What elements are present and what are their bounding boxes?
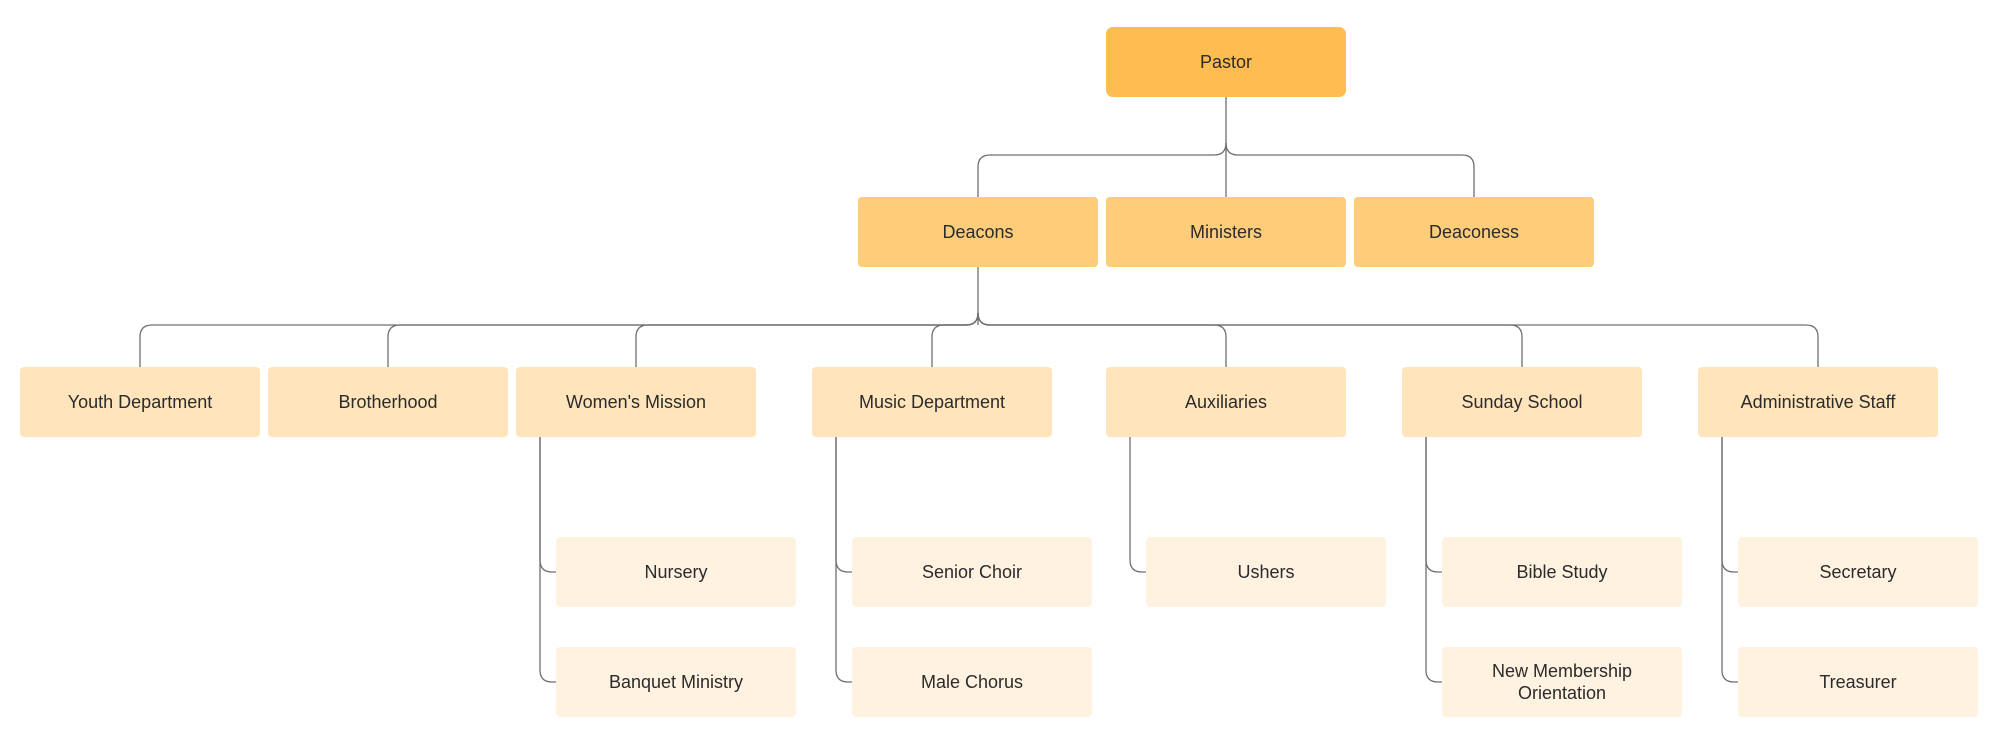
node-label: Treasurer	[1819, 672, 1897, 692]
connector-branch	[387, 312, 979, 367]
node-male-chorus: Male Chorus	[852, 647, 1092, 717]
node-label: Youth Department	[67, 392, 213, 412]
node-label: Secretary	[1819, 562, 1897, 582]
node-label: Sunday School	[1461, 392, 1583, 412]
node-treasurer: Treasurer	[1738, 647, 1978, 717]
node-label: Administrative Staff	[1740, 392, 1896, 412]
connector-rail	[1129, 437, 1146, 573]
node-label: Ministers	[1189, 222, 1262, 242]
node-music-department: Music Department	[812, 367, 1052, 437]
node-auxiliaries: Auxiliaries	[1106, 367, 1346, 437]
node-label: Auxiliaries	[1184, 392, 1268, 412]
connector-branch	[977, 312, 1523, 367]
node-banquet-ministry: Banquet Ministry	[556, 647, 796, 717]
connector-branch	[977, 312, 1819, 367]
node-nursery: Nursery	[556, 537, 796, 607]
node-label: Pastor	[1199, 52, 1253, 72]
node-label: Music Department	[858, 392, 1006, 412]
connector-rail	[1721, 437, 1738, 683]
connector-branch	[931, 312, 979, 367]
node-label: Senior Choir	[921, 562, 1023, 582]
node-label: Bible Study	[1516, 562, 1608, 582]
node-ushers: Ushers	[1146, 537, 1386, 607]
node-label: Women's Mission	[565, 392, 707, 412]
node-new-membership-orientation: New Membership Orientation	[1442, 647, 1682, 717]
node-label: Ushers	[1237, 562, 1295, 582]
node-bible-study: Bible Study	[1442, 537, 1682, 607]
connector-rail	[1425, 437, 1442, 573]
node-label: Deacons	[942, 222, 1014, 242]
connector-rail	[539, 437, 556, 573]
node-pastor: Pastor	[1106, 27, 1346, 97]
node-sunday-school: Sunday School	[1402, 367, 1642, 437]
connector-rail	[1721, 437, 1738, 573]
node-senior-choir: Senior Choir	[852, 537, 1092, 607]
node-ministers: Ministers	[1106, 197, 1346, 267]
node-brotherhood: Brotherhood	[268, 367, 508, 437]
node-label: Banquet Ministry	[608, 672, 744, 692]
node-administrative-staff: Administrative Staff	[1698, 367, 1938, 437]
node-label: Brotherhood	[338, 392, 438, 412]
connector-rail	[1425, 437, 1442, 683]
node-label: Nursery	[644, 562, 708, 582]
connector-rail	[539, 437, 556, 683]
connector-rail	[835, 437, 852, 683]
connector-rail	[835, 437, 852, 573]
node-womens-mission: Women's Mission	[516, 367, 756, 437]
node-youth-department: Youth Department	[20, 367, 260, 437]
node-label: Deaconess	[1428, 222, 1520, 242]
node-secretary: Secretary	[1738, 537, 1978, 607]
connector-branch	[977, 312, 1227, 367]
node-label: Male Chorus	[920, 672, 1024, 692]
connector-branch	[977, 142, 1227, 197]
node-label: New Membership Orientation	[1491, 661, 1633, 703]
connector-branch	[1225, 142, 1475, 197]
node-deaconess: Deaconess	[1354, 197, 1594, 267]
node-deacons: Deacons	[858, 197, 1098, 267]
connector-branch	[635, 312, 979, 367]
connector-branch	[139, 312, 979, 367]
